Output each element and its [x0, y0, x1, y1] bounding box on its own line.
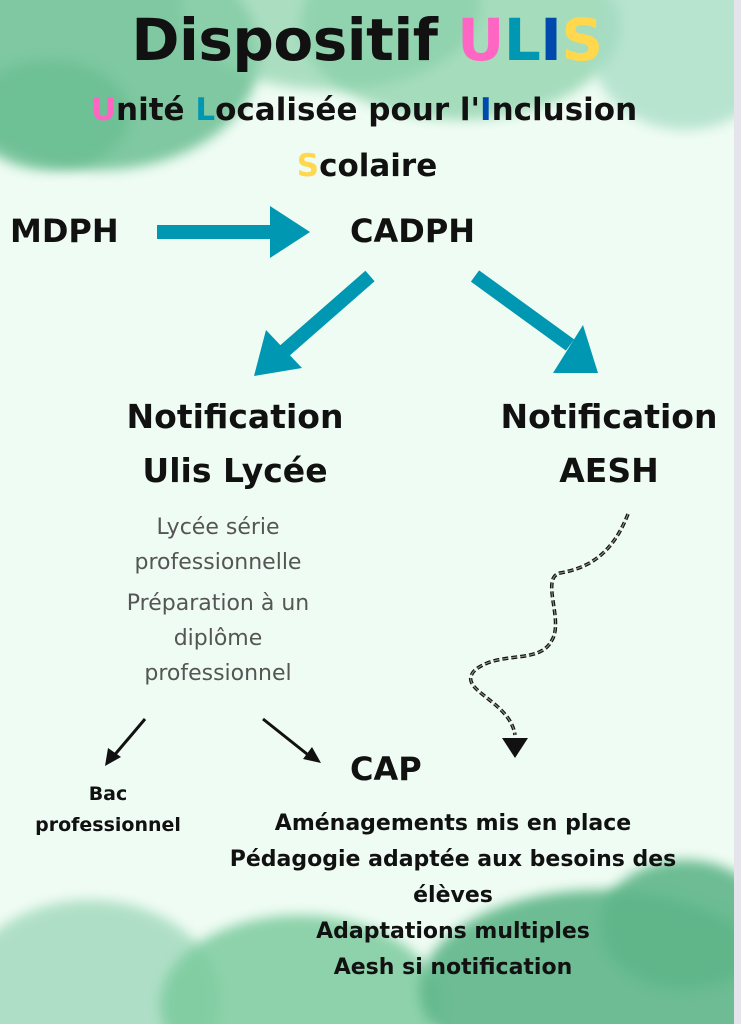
- subtitle-initial: S: [296, 148, 320, 184]
- subtitle-word: nité: [116, 92, 196, 128]
- subtitle-initial: U: [90, 92, 117, 128]
- node-label-line: Notification: [500, 397, 718, 436]
- node-bac-professionnel: Bac professionnel: [35, 779, 181, 841]
- down-left-arrow-icon: [254, 270, 375, 376]
- detail-line: professionnelle: [134, 550, 302, 575]
- scrollbar[interactable]: [734, 0, 741, 1024]
- title-prefix: Dispositif: [131, 6, 458, 74]
- detail-line: élèves: [413, 883, 493, 908]
- subtitle-word: nclusion: [491, 92, 638, 128]
- watercolor-wash-bottom-right-2: [600, 860, 734, 990]
- subtitle-line-1: Unité Localisée pour l'Inclusion: [91, 92, 637, 128]
- node-cadph: CADPH: [350, 212, 476, 250]
- detail-line: diplôme: [173, 626, 263, 651]
- title-acronym-letter: S: [561, 6, 603, 74]
- cap-arrow-icon: [262, 717, 321, 763]
- dashed-curvy-arrow-icon: [469, 513, 630, 758]
- node-notification-aesh: Notification AESH: [501, 390, 718, 498]
- cap-details: Aménagements mis en place Pédagogie adap…: [230, 806, 677, 986]
- node-label-line: professionnel: [35, 814, 181, 836]
- node-notification-ulis-lycee: Notification Ulis Lycée: [127, 390, 344, 498]
- node-cap: CAP: [350, 750, 422, 788]
- right-arrow-icon: [157, 206, 310, 258]
- detail-line: Aménagements mis en place: [274, 811, 632, 836]
- detail-line: Adaptations multiples: [316, 919, 590, 944]
- title-acronym-letter: U: [457, 6, 504, 74]
- watercolor-wash-top-left-2: [0, 60, 130, 170]
- subtitle-word: ocalisée pour l': [215, 92, 481, 128]
- bac-arrow-icon: [105, 718, 147, 766]
- title-acronym-letter: L: [503, 6, 541, 74]
- node-label-line: Notification: [126, 397, 344, 436]
- title-acronym-letter: I: [540, 6, 562, 74]
- ulis-details: Lycée série professionnelle Préparation …: [127, 510, 309, 691]
- subtitle-word: colaire: [319, 148, 438, 184]
- page-title: Dispositif ULIS: [131, 6, 603, 74]
- node-label-line: Ulis Lycée: [142, 451, 328, 490]
- detail-line: Lycée série: [156, 515, 280, 540]
- subtitle-initial: I: [480, 92, 492, 128]
- detail-line: professionnel: [144, 661, 292, 686]
- detail-line: Préparation à un: [126, 591, 310, 616]
- node-mdph: MDPH: [10, 212, 119, 250]
- node-label-line: AESH: [559, 451, 659, 490]
- subtitle-line-2: Scolaire: [297, 148, 438, 184]
- subtitle-initial: L: [195, 92, 216, 128]
- detail-line: Pédagogie adaptée aux besoins des: [229, 847, 677, 872]
- down-right-arrow-icon: [470, 270, 598, 373]
- node-label-line: Bac: [88, 783, 128, 805]
- detail-line: Aesh si notification: [333, 955, 573, 980]
